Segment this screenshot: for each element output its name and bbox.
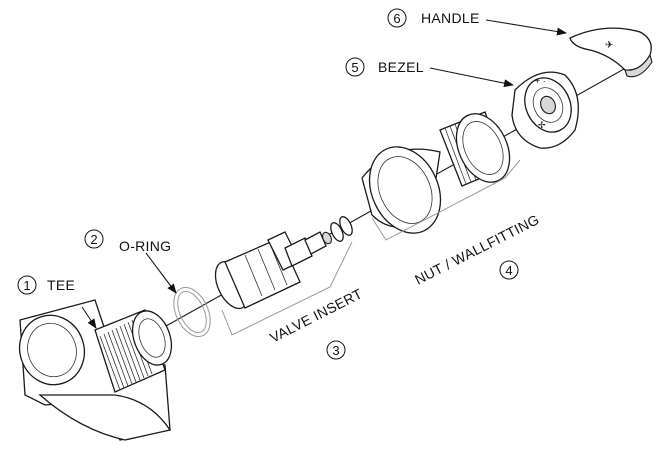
bezel-number: 5: [351, 60, 358, 75]
label-o-ring: 2 O-RING: [84, 229, 171, 254]
valve-insert-part: [214, 216, 353, 336]
nut-wallfitting-part: [361, 111, 521, 241]
svg-text:+ ·: + ·: [535, 76, 546, 86]
handle-number: 6: [393, 11, 400, 26]
handle-label: HANDLE: [421, 10, 480, 26]
handle-part: ✈: [569, 27, 653, 78]
bezel-part: + · ✢: [511, 71, 579, 149]
o-ring-part: [173, 286, 211, 338]
handle-leader: [485, 19, 567, 36]
valve-insert-number: 3: [332, 343, 339, 358]
label-handle: 6 HANDLE: [387, 8, 480, 28]
tee-label: TEE: [47, 277, 75, 293]
o-ring-leader: [145, 252, 177, 294]
label-tee: 1 TEE: [17, 275, 75, 295]
tee-part: [18, 299, 173, 441]
nut-wallfitting-number: 4: [505, 263, 512, 278]
label-valve-insert: VALVE INSERT 3: [267, 285, 365, 360]
bezel-leader: [429, 67, 514, 88]
o-ring-number: 2: [90, 232, 97, 247]
tee-leader: [81, 306, 97, 329]
tee-number: 1: [23, 278, 30, 293]
label-bezel: 5 BEZEL: [345, 57, 424, 77]
svg-text:✢: ✢: [538, 120, 546, 130]
o-ring-label: O-RING: [119, 238, 171, 254]
bezel-label: BEZEL: [378, 59, 424, 75]
svg-text:✈: ✈: [605, 40, 613, 51]
